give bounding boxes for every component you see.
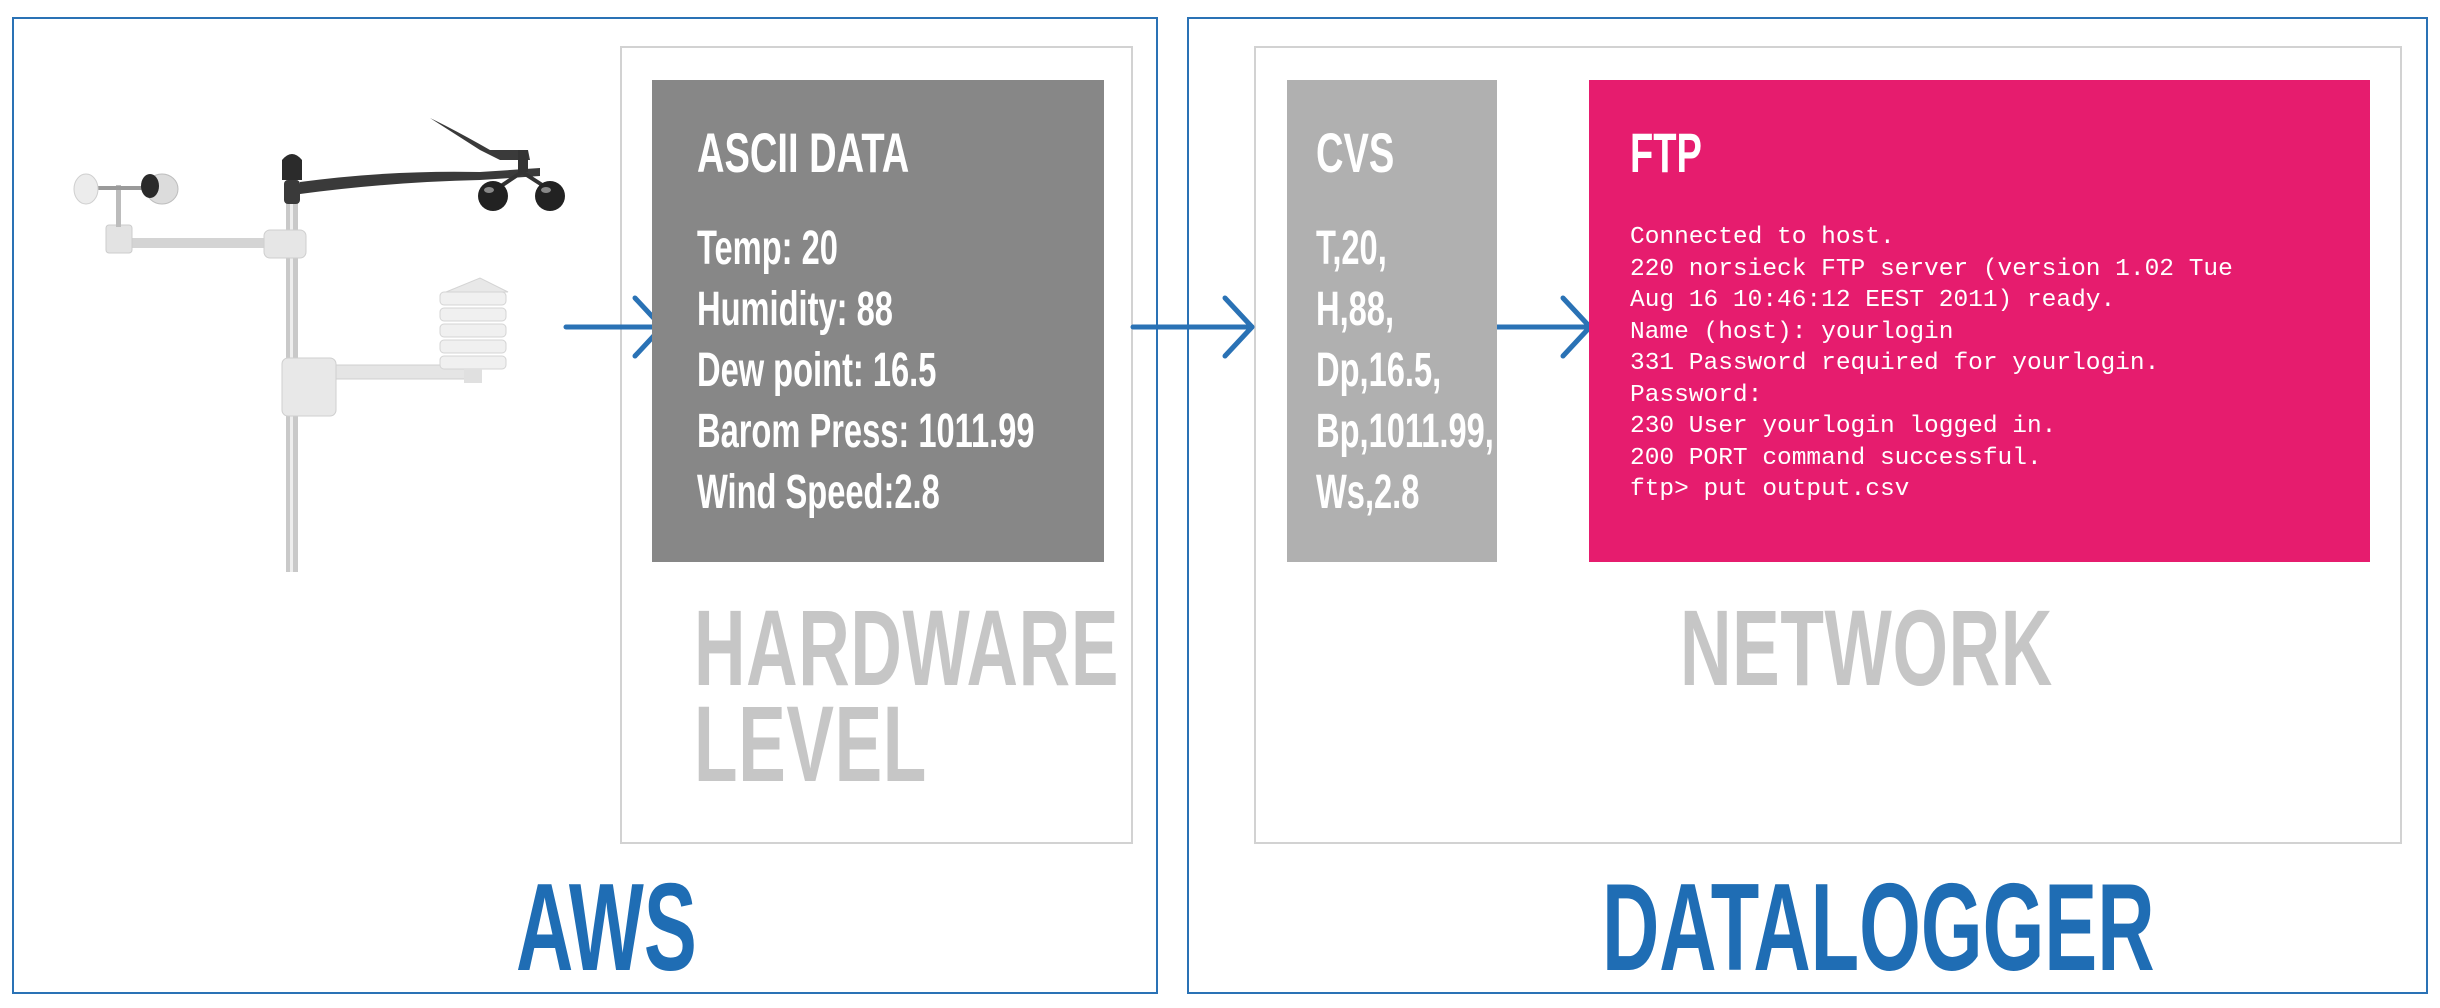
cvs-line-dp: Dp,16.5, — [1316, 344, 1442, 397]
arrow-right-icon — [1493, 295, 1593, 359]
cvs-line-h: H,88, — [1316, 283, 1395, 336]
ascii-data-lines: Temp: 20 Humidity: 88 Dew point: 16.5 Ba… — [697, 218, 1035, 523]
ascii-data-box: ASCII DATA Temp: 20 Humidity: 88 Dew poi… — [652, 80, 1104, 562]
ftp-title: FTP — [1630, 121, 1702, 184]
hardware-label-line-1: HARDWARE — [694, 587, 1120, 708]
hardware-level-frame — [620, 46, 1133, 844]
ascii-line-wind-speed: Wind Speed:2.8 — [697, 466, 940, 519]
cvs-line-t: T,20, — [1316, 222, 1387, 275]
cvs-lines: T,20, H,88, Dp,16.5, Bp,1011.99, Ws,2.8 — [1316, 218, 1494, 523]
ftp-log-line: Connected to host. — [1630, 224, 1895, 251]
cvs-title: CVS — [1316, 121, 1395, 184]
ftp-log-line: Password: — [1630, 381, 1763, 409]
cvs-box: CVS T,20, H,88, Dp,16.5, Bp,1011.99, Ws,… — [1287, 80, 1497, 562]
ftp-box: FTP Connected to host. 220 norsieck FTP … — [1589, 80, 2370, 562]
ftp-log-line: 230 User yourlogin logged in. — [1630, 413, 2057, 440]
hardware-level-label: HARDWARE LEVEL — [694, 587, 1120, 804]
ftp-log-line: 220 norsieck FTP server (version 1.02 Tu… — [1630, 255, 2233, 283]
ftp-terminal-log: Connected to host. 220 norsieck FTP serv… — [1630, 222, 2233, 506]
arrow-right-icon — [1130, 295, 1255, 359]
ftp-log-line: Name (host): yourlogin — [1630, 318, 1954, 346]
ascii-line-barom-press: Barom Press: 1011.99 — [697, 405, 1035, 458]
network-frame — [1254, 46, 2402, 844]
hardware-label-line-2: LEVEL — [694, 683, 928, 804]
ftp-log-line: Aug 16 10:46:12 EEST 2011) ready. — [1630, 287, 2116, 314]
ascii-line-temp: Temp: 20 — [697, 222, 838, 275]
cvs-line-ws: Ws,2.8 — [1316, 466, 1420, 519]
datalogger-panel — [1187, 17, 2428, 994]
aws-panel — [12, 17, 1158, 994]
cvs-line-bp: Bp,1011.99, — [1316, 405, 1494, 458]
ascii-line-dew-point: Dew point: 16.5 — [697, 344, 937, 397]
ftp-log-line: 331 Password required for yourlogin. — [1630, 350, 2160, 377]
network-label: NETWORK — [1680, 587, 2053, 708]
ascii-data-title: ASCII DATA — [697, 121, 910, 184]
ftp-log-line: 200 PORT command successful. — [1630, 444, 2042, 472]
ascii-line-humidity: Humidity: 88 — [697, 283, 893, 336]
ftp-log-line: ftp> put output.csv — [1630, 476, 1910, 503]
aws-label: AWS — [516, 859, 697, 997]
datalogger-label: DATALOGGER — [1602, 859, 2155, 997]
arrow-right-icon — [563, 295, 665, 359]
